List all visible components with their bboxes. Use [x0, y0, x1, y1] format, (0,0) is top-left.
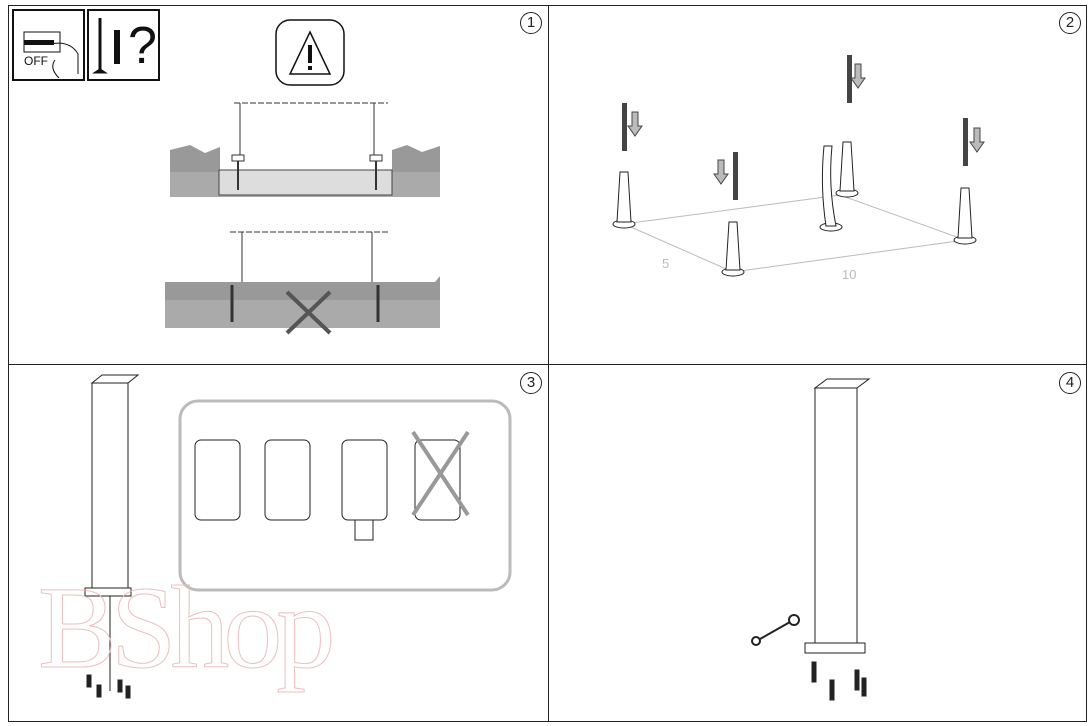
warning-icon — [275, 19, 345, 86]
bollard-lamp-wiring — [84, 374, 140, 699]
screw-anchor-question-icon — [87, 9, 160, 81]
wrench-icon — [751, 614, 800, 646]
incorrect-installation-in-soil — [165, 231, 440, 335]
power-off-icon — [12, 9, 85, 81]
dimension-label-long: 10 — [842, 267, 857, 282]
step-number-4: 4 — [1059, 372, 1081, 394]
watermark-logo: BShop — [37, 562, 335, 694]
step-number-1: 1 — [520, 12, 542, 34]
dimension-label-short: 5 — [662, 256, 670, 271]
foundation-layout-diagram — [612, 55, 985, 277]
cross-mark-icon — [285, 290, 332, 335]
panel-divider-horizontal — [8, 364, 1087, 365]
junction-box-steps — [178, 399, 512, 592]
bollard-lamp-mounted — [804, 378, 871, 701]
step-number-2: 2 — [1059, 12, 1081, 34]
correct-installation-on-base — [170, 102, 440, 197]
cross-mark-icon — [411, 430, 470, 517]
step-number-3: 3 — [520, 372, 542, 394]
panel-divider-vertical — [548, 5, 549, 722]
manual-page-frame — [8, 5, 1087, 722]
question-mark: ? — [128, 17, 157, 75]
off-label: OFF — [24, 54, 48, 68]
